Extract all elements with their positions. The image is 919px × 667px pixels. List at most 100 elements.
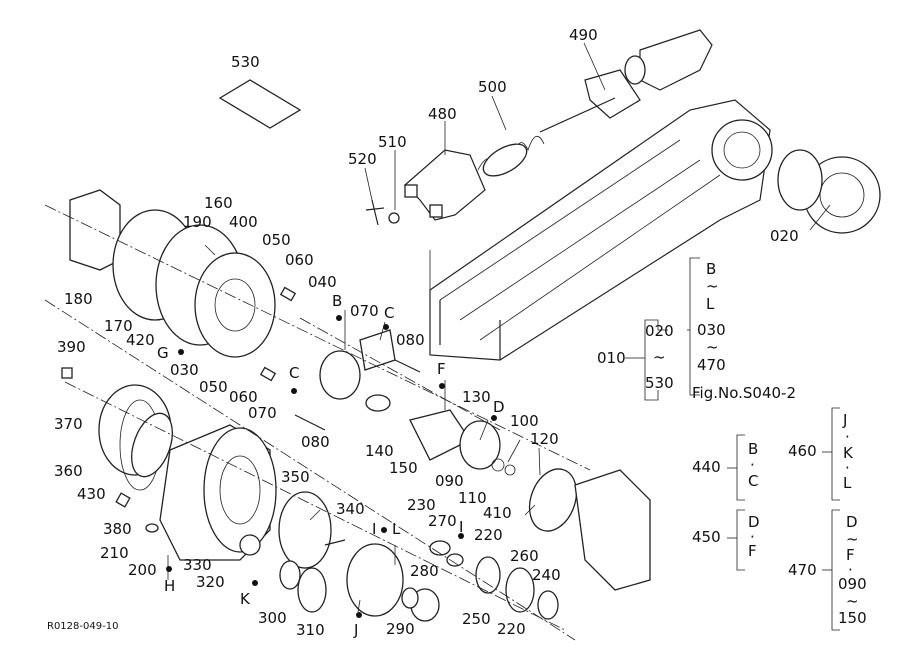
callout-020: 020 [770, 227, 799, 245]
group-010-brace-mid: L [706, 295, 715, 313]
callout-320: 320 [196, 573, 225, 591]
callout-300: 300 [258, 609, 287, 627]
group-010-brace-top: B [706, 260, 717, 278]
reduction-gear-set [239, 491, 559, 622]
group-470-w2: ~ [846, 592, 859, 610]
callout-530: 530 [231, 53, 260, 71]
callout-b: B [332, 292, 343, 310]
callout-k: K [240, 590, 250, 608]
group-470-b: F [846, 546, 855, 564]
callout-060: 060 [285, 251, 314, 269]
callout-100: 100 [510, 412, 539, 430]
callout-160: 160 [204, 194, 233, 212]
callout-220-2: 220 [497, 620, 526, 638]
group-010-030-wave: ~ [706, 338, 719, 356]
group-440-b: C [748, 472, 759, 490]
group-470-w1: ~ [846, 530, 859, 548]
callout-270: 270 [428, 512, 457, 530]
pin [365, 199, 400, 226]
label-sheet [218, 79, 302, 129]
callout-150: 150 [389, 459, 418, 477]
callout-510: 510 [378, 133, 407, 151]
callout-240: 240 [532, 566, 561, 584]
callout-500: 500 [478, 78, 507, 96]
group-450-sep: · [750, 528, 755, 546]
callout-410: 410 [483, 504, 512, 522]
travel-motor-assembly [69, 189, 276, 358]
piston-components [319, 329, 516, 476]
callout-360: 360 [54, 462, 83, 480]
figure-id: R0128-049-10 [47, 621, 119, 632]
sprocket [777, 149, 881, 234]
callout-l: L [392, 520, 401, 538]
small-parts [61, 286, 421, 533]
callout-f: F [437, 360, 446, 378]
callout-110: 110 [458, 489, 487, 507]
callout-h: H [164, 577, 176, 595]
group-460-a: J [843, 411, 848, 429]
group-440-sep: · [750, 456, 755, 474]
callout-i: I [372, 520, 377, 538]
callout-140: 140 [365, 442, 394, 460]
callout-250: 250 [462, 610, 491, 628]
center-lines [44, 204, 591, 641]
callout-400: 400 [229, 213, 258, 231]
callout-220: 220 [474, 526, 503, 544]
callout-120: 120 [530, 430, 559, 448]
group-460-head: 460 [788, 442, 817, 460]
group-450-b: F [748, 542, 757, 560]
callout-190: 190 [183, 213, 212, 231]
callout-290: 290 [386, 620, 415, 638]
callout-130: 130 [462, 388, 491, 406]
group-460-s1: · [845, 428, 850, 446]
callout-200: 200 [128, 561, 157, 579]
idler-assembly [584, 29, 713, 119]
callout-180: 180 [64, 290, 93, 308]
group-brackets [625, 257, 840, 631]
callout-040: 040 [308, 273, 337, 291]
callout-c-2: C [289, 364, 300, 382]
callout-080-2: 080 [301, 433, 330, 451]
callout-210: 210 [100, 544, 129, 562]
group-470-a: D [846, 513, 858, 531]
callout-080: 080 [396, 331, 425, 349]
group-470-s1: · [848, 561, 853, 579]
bracket [404, 149, 486, 221]
track-frame [429, 99, 773, 361]
callout-090: 090 [435, 472, 464, 490]
callout-480: 480 [428, 105, 457, 123]
callout-520: 520 [348, 150, 377, 168]
callout-350: 350 [281, 468, 310, 486]
group-010-470: 470 [697, 356, 726, 374]
group-470-head: 470 [788, 561, 817, 579]
callout-310: 310 [296, 621, 325, 639]
group-460-c: L [843, 474, 852, 492]
callout-g: G [157, 344, 169, 362]
group-460-b: K [843, 444, 853, 462]
callout-430: 430 [77, 485, 106, 503]
callout-280: 280 [410, 562, 439, 580]
callout-dots [166, 315, 497, 618]
callout-170: 170 [104, 317, 133, 335]
callout-340: 340 [336, 500, 365, 518]
callout-j: J [354, 621, 359, 639]
callout-c: C [384, 304, 395, 322]
group-010-030: 030 [697, 321, 726, 339]
callout-i-2: I [459, 518, 464, 536]
callout-380: 380 [103, 520, 132, 538]
group-440-head: 440 [692, 458, 721, 476]
group-460-s2: · [845, 459, 850, 477]
tension-spring [477, 97, 616, 177]
group-010-wave: ~ [653, 348, 666, 366]
callout-050-2: 050 [199, 378, 228, 396]
group-470-d: 150 [838, 609, 867, 627]
group-010-brace-wave: ~ [706, 277, 719, 295]
callout-070: 070 [350, 302, 379, 320]
callout-230: 230 [407, 496, 436, 514]
callout-420: 420 [126, 331, 155, 349]
group-010-ref: Fig.No.S040-2 [692, 384, 797, 402]
group-010-head: 010 [597, 349, 626, 367]
callout-370: 370 [54, 415, 83, 433]
group-440-a: B [748, 440, 759, 458]
